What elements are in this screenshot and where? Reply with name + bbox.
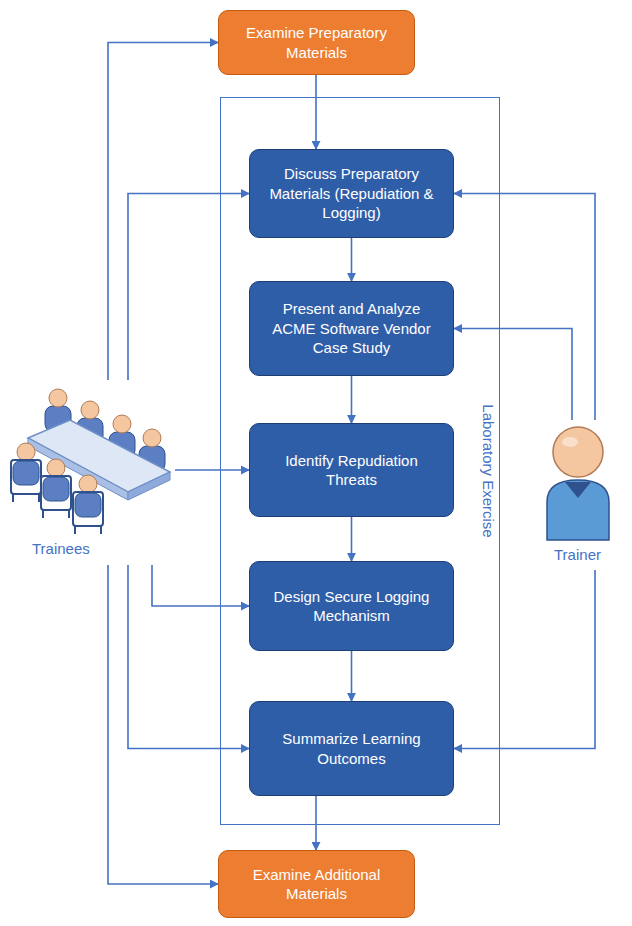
exercise-frame: Laboratory Exercise Discuss Preparatory M… xyxy=(220,97,500,825)
flow-arrow xyxy=(351,238,353,281)
trainees-illustration xyxy=(10,380,175,535)
flow-arrow xyxy=(108,565,218,884)
process-box: Present and Analyze ACME Software Vendor… xyxy=(249,281,454,376)
box-label: Design Secure Logging Mechanism xyxy=(264,587,439,626)
flow-arrow xyxy=(128,565,249,749)
start-box: Examine Preparatory Materials xyxy=(218,10,415,75)
box-label: Summarize Learning Outcomes xyxy=(264,729,439,768)
flow-arrow xyxy=(454,194,595,421)
box-label: Present and Analyze ACME Software Vendor… xyxy=(264,299,439,358)
box-label: Identify Repudiation Threats xyxy=(264,451,439,490)
box-label: Examine Additional Materials xyxy=(233,865,400,904)
flow-arrow xyxy=(315,75,317,149)
trainer-figure: Trainer xyxy=(535,420,620,570)
flow-arrow xyxy=(315,796,317,850)
flow-arrow xyxy=(454,570,595,749)
box-label: Discuss Preparatory Materials (Repudiati… xyxy=(264,164,439,223)
flow-arrow xyxy=(152,565,249,606)
process-box: Discuss Preparatory Materials (Repudiati… xyxy=(249,149,454,238)
process-box: Identify Repudiation Threats xyxy=(249,423,454,517)
process-box: Design Secure Logging Mechanism xyxy=(249,561,454,651)
flow-arrow xyxy=(108,43,218,381)
flow-arrow xyxy=(128,194,249,381)
trainer-illustration xyxy=(535,420,620,542)
process-box: Summarize Learning Outcomes xyxy=(249,701,454,796)
actor-label: Trainer xyxy=(535,546,620,563)
end-box: Examine Additional Materials xyxy=(218,850,415,918)
trainees-group: Trainees xyxy=(10,380,175,565)
actor-label: Trainees xyxy=(32,540,90,557)
flow-arrow xyxy=(351,376,353,423)
flow-arrow xyxy=(175,469,249,471)
flow-arrow xyxy=(351,517,353,561)
box-label: Examine Preparatory Materials xyxy=(233,23,400,62)
flow-arrow xyxy=(454,329,572,421)
flow-arrow xyxy=(351,651,353,701)
frame-label: Laboratory Exercise xyxy=(480,404,497,537)
